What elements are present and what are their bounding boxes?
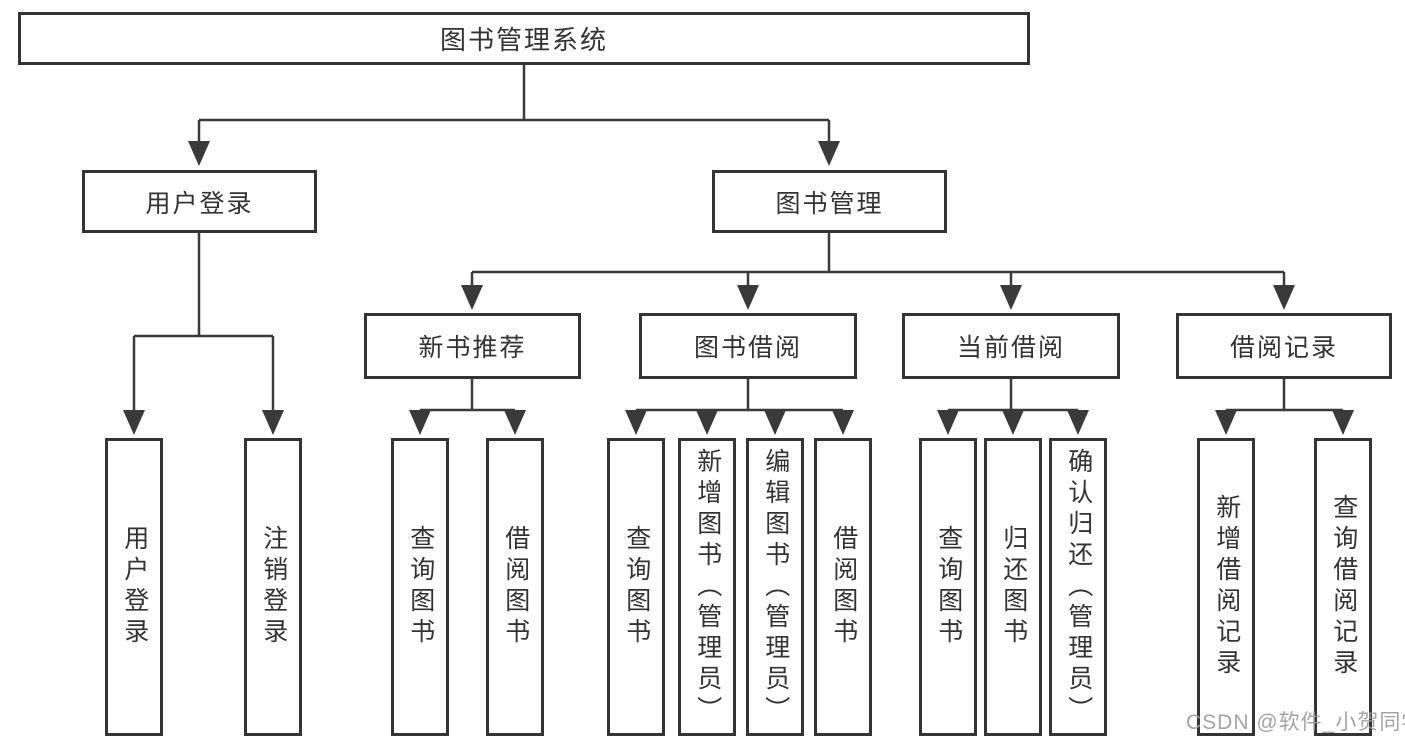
- leaf-confirm-return-admin: 确认归还（管理员）: [1049, 438, 1107, 736]
- arrowhead-icon: [461, 285, 483, 310]
- leaf-logout: 注销登录: [244, 438, 302, 736]
- arrowhead-icon: [937, 410, 959, 435]
- leaf-label: 新增图书（管理员）: [693, 447, 722, 727]
- leaf-label: 新增借阅记录: [1212, 494, 1241, 680]
- arrowhead-icon: [1002, 410, 1024, 435]
- arrowhead-icon: [1273, 285, 1295, 310]
- arrowhead-icon: [696, 410, 718, 435]
- leaf-label: 确认归还（管理员）: [1064, 447, 1093, 727]
- leaf-label: 用户登录: [120, 525, 149, 649]
- leaf-query-borrow-record: 查询借阅记录: [1314, 438, 1372, 736]
- leaf-label: 借阅图书: [501, 525, 530, 649]
- leaf-user-login: 用户登录: [105, 438, 163, 736]
- leaf-edit-book-admin: 编辑图书（管理员）: [746, 438, 804, 736]
- arrowhead-icon: [625, 410, 647, 435]
- arrowhead-icon: [409, 410, 431, 435]
- node-user-login-branch: 用户登录: [82, 170, 317, 233]
- leaf-borrow-books-borrowing: 借阅图书: [814, 438, 872, 736]
- arrowhead-icon: [737, 285, 759, 310]
- arrowhead-icon: [504, 410, 526, 435]
- node-book-management-branch: 图书管理: [712, 170, 947, 233]
- arrowhead-icon: [123, 410, 145, 435]
- leaf-label: 借阅图书: [829, 525, 858, 649]
- leaf-label: 注销登录: [259, 525, 288, 649]
- arrowhead-icon: [1332, 410, 1354, 435]
- leaf-return-books: 归还图书: [984, 438, 1042, 736]
- leaf-label: 查询图书: [934, 525, 963, 649]
- node-book-borrowing: 图书借阅: [639, 313, 857, 379]
- arrowhead-icon: [1067, 410, 1089, 435]
- leaf-label: 归还图书: [999, 525, 1028, 649]
- leaf-query-books-current: 查询图书: [919, 438, 977, 736]
- leaf-label: 查询借阅记录: [1329, 494, 1358, 680]
- node-borrowing-records: 借阅记录: [1176, 313, 1392, 379]
- arrowhead-icon: [1000, 285, 1022, 310]
- node-library-management-system: 图书管理系统: [18, 12, 1030, 65]
- arrowhead-icon: [1215, 410, 1237, 435]
- csdn-watermark: CSDN @软件_小贺同学: [1186, 711, 1405, 734]
- leaf-add-book-admin: 新增图书（管理员）: [678, 438, 736, 736]
- leaf-add-borrow-record: 新增借阅记录: [1197, 438, 1255, 736]
- leaf-query-books-borrowing: 查询图书: [607, 438, 665, 736]
- arrowhead-icon: [764, 410, 786, 435]
- leaf-label: 查询图书: [406, 525, 435, 649]
- leaf-label: 编辑图书（管理员）: [761, 447, 790, 727]
- leaf-label: 查询图书: [622, 525, 651, 649]
- leaf-borrow-books-recommend: 借阅图书: [486, 438, 544, 736]
- arrowhead-icon: [262, 410, 284, 435]
- node-current-borrowing: 当前借阅: [902, 313, 1120, 379]
- arrowhead-icon: [188, 141, 210, 166]
- arrowhead-icon: [832, 410, 854, 435]
- arrowhead-icon: [818, 141, 840, 166]
- node-new-book-recommend: 新书推荐: [364, 313, 581, 379]
- leaf-query-books-recommend: 查询图书: [391, 438, 449, 736]
